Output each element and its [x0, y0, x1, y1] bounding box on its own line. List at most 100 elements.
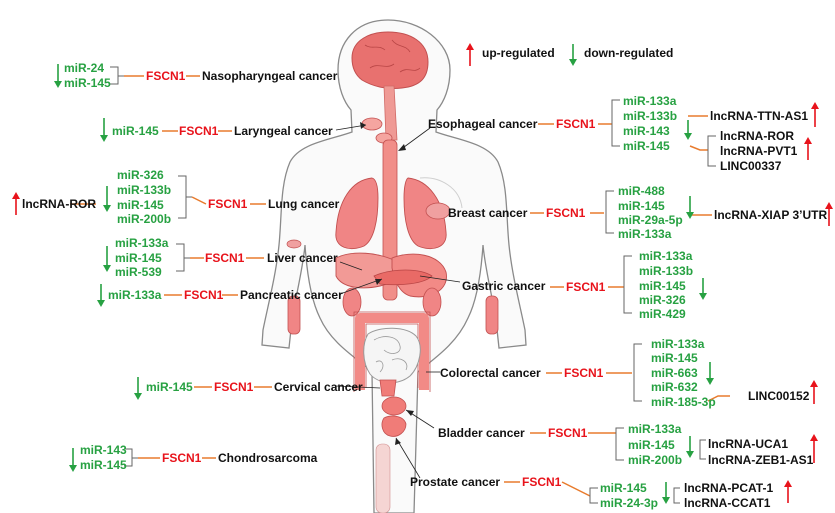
- mirna-label: miR-145: [618, 199, 665, 213]
- mirna-label: miR-145: [146, 380, 193, 394]
- mirna-label: miR-24-3p: [600, 496, 659, 510]
- mirna-label: miR-145: [600, 481, 647, 495]
- mirna-label: miR-143: [80, 443, 127, 457]
- lncrna-label: lncRNA-PVT1: [720, 144, 798, 158]
- down-arrow-icon: [569, 44, 577, 66]
- cancer-label-pancreatic: Pancreatic cancer: [240, 288, 343, 302]
- mirna-label: miR-133a: [108, 288, 162, 302]
- regulation-arrows: [12, 43, 833, 504]
- right-kidney: [422, 287, 442, 317]
- mirna-label: miR-133a: [639, 249, 693, 263]
- cancer-label-esophageal: Esophageal cancer: [428, 117, 538, 131]
- gene-label: FSCN1: [556, 117, 596, 131]
- left-kidney: [342, 287, 362, 317]
- mirna-label: miR-145: [623, 139, 670, 153]
- cervix: [379, 379, 397, 397]
- cancer-label-nasopharyngeal: Nasopharyngeal cancer: [202, 69, 338, 83]
- mirna-label: miR-133a: [115, 236, 169, 250]
- prostate: [381, 415, 407, 437]
- pancreas: [373, 269, 433, 286]
- mirna-label: miR-185-3p: [651, 395, 716, 409]
- up-arrow-icon: [12, 192, 20, 215]
- human-body-illustration: [261, 19, 527, 513]
- mirna-label: miR-200b: [117, 212, 172, 226]
- mirna-label: miR-632: [651, 380, 698, 394]
- legend-down-label: down-regulated: [584, 46, 674, 60]
- throat: [383, 85, 398, 141]
- lncrna-label: lncRNA-PCAT-1: [684, 481, 774, 495]
- brain: [351, 31, 429, 89]
- lncrna-label: LINC00337: [720, 159, 782, 173]
- down-arrow-icon: [699, 278, 707, 300]
- gene-label: FSCN1: [566, 280, 606, 294]
- gene-label: FSCN1: [546, 206, 586, 220]
- cancer-label-breast: Breast cancer: [448, 206, 528, 220]
- cancer-label-colorectal: Colorectal cancer: [440, 366, 541, 380]
- gene-label: FSCN1: [179, 124, 219, 138]
- mirna-label: miR-24: [64, 61, 105, 75]
- mirna-label: miR-133a: [618, 227, 672, 241]
- gene-label: FSCN1: [184, 288, 224, 302]
- mirna-label: miR-145: [80, 458, 127, 472]
- lncrna-label: lncRNA-TTN-AS1: [710, 109, 808, 123]
- legend-up-label: up-regulated: [482, 46, 555, 60]
- gene-label: FSCN1: [548, 426, 588, 440]
- down-arrow-icon: [684, 120, 692, 140]
- mirna-label: miR-133b: [639, 264, 694, 278]
- mirna-label: miR-488: [618, 184, 665, 198]
- colon: [355, 313, 429, 390]
- up-arrow-icon: [825, 202, 833, 226]
- lncrna-label: lncRNA-XIAP 3’UTR: [714, 208, 828, 222]
- mirna-label: miR-326: [639, 293, 686, 307]
- up-arrow-icon: [810, 380, 818, 404]
- breast-mass: [425, 202, 451, 220]
- cancer-label-gastric: Gastric cancer: [462, 279, 546, 293]
- mirna-label: miR-200b: [628, 453, 683, 467]
- mirna-label: miR-145: [639, 279, 686, 293]
- lncrna-label: lncRNA-ROR: [22, 197, 96, 211]
- mirna-label: miR-145: [628, 438, 675, 452]
- up-arrow-icon: [784, 480, 792, 503]
- lncrna-label: LINC00152: [748, 389, 810, 403]
- left-lung: [335, 177, 379, 250]
- mirna-label: miR-133a: [623, 94, 677, 108]
- down-arrow-icon: [97, 284, 105, 307]
- mirna-label: miR-133a: [628, 422, 682, 436]
- mirna-label: miR-663: [651, 366, 698, 380]
- mirna-label: miR-145: [115, 251, 162, 265]
- gene-label: FSCN1: [208, 197, 248, 211]
- down-arrow-icon: [686, 436, 694, 458]
- mirna-label: miR-145: [117, 198, 164, 212]
- up-arrow-icon: [810, 434, 818, 463]
- lncrna-label: lncRNA-ROR: [720, 129, 794, 143]
- down-arrow-icon: [134, 377, 142, 400]
- cancer-label-lung: Lung cancer: [268, 197, 340, 211]
- down-arrow-icon: [69, 448, 77, 472]
- up-arrow-icon: [811, 102, 819, 127]
- mirna-label: miR-145: [651, 351, 698, 365]
- up-arrow-icon: [804, 137, 812, 160]
- cancer-label-laryngeal: Laryngeal cancer: [234, 124, 333, 138]
- cancer-label-chondrosarcoma: Chondrosarcoma: [218, 451, 318, 465]
- gene-label: FSCN1: [214, 380, 254, 394]
- mirna-label: miR-143: [623, 124, 670, 138]
- down-arrow-icon: [706, 362, 714, 385]
- cancer-label-bladder: Bladder cancer: [438, 426, 525, 440]
- gene-label: FSCN1: [522, 475, 562, 489]
- cancer-label-prostate: Prostate cancer: [410, 475, 501, 489]
- gene-label: FSCN1: [564, 366, 604, 380]
- cancer-label-liver: Liver cancer: [267, 251, 338, 265]
- small-intestine: [363, 327, 421, 383]
- mirna-label: miR-326: [117, 168, 164, 182]
- gene-label: FSCN1: [146, 69, 186, 83]
- down-arrow-icon: [100, 118, 108, 142]
- mirna-label: miR-133b: [623, 109, 678, 123]
- down-arrow-icon: [662, 482, 670, 504]
- gene-label: FSCN1: [205, 251, 245, 265]
- pointer-lines: [335, 122, 461, 479]
- lncrna-label: lncRNA-UCA1: [708, 437, 789, 451]
- lncrna-label: lncRNA-ZEB1-AS1: [708, 453, 814, 467]
- down-arrow-icon: [686, 196, 694, 219]
- lncrna-label: lncRNA-CCAT1: [684, 496, 771, 510]
